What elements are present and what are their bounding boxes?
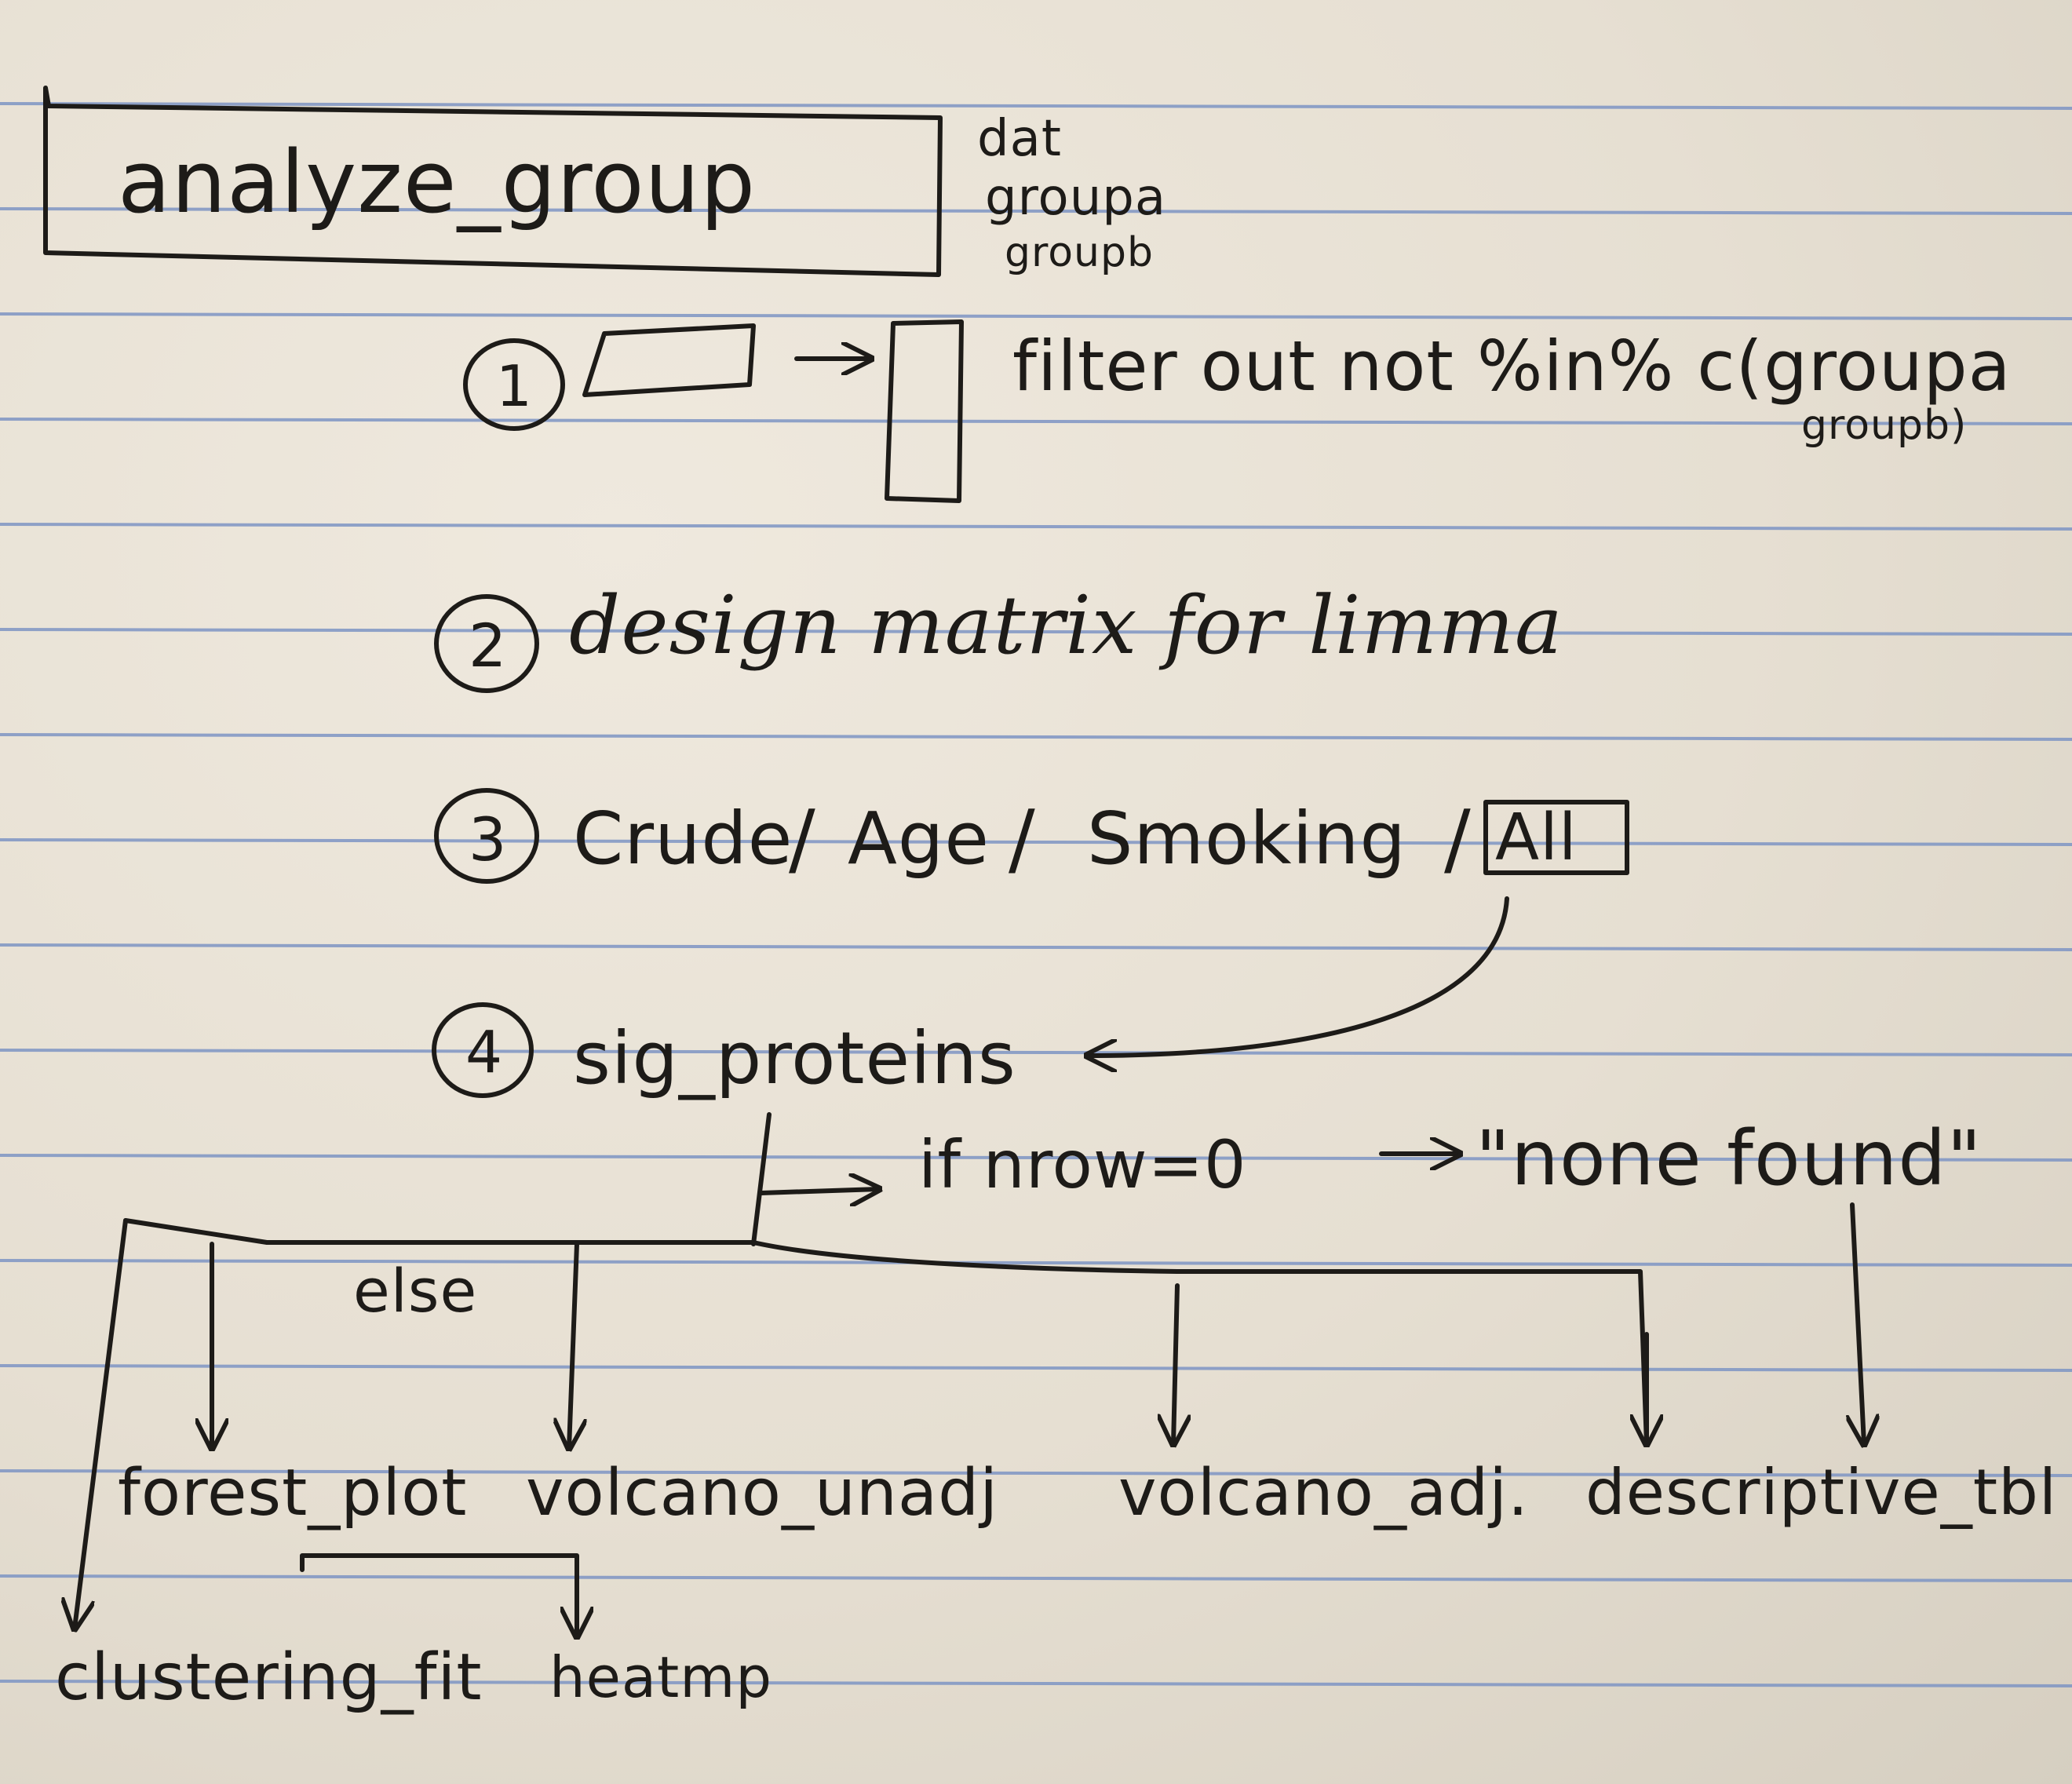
forest-to-heatmp: [300, 1553, 577, 1636]
arg-dat: dat: [977, 110, 1062, 168]
output-volcano-unadj: volcano_unadj: [526, 1456, 998, 1530]
wide-rectangle-sketch: [582, 323, 756, 397]
rule-line: [0, 523, 2072, 531]
rule-line: [0, 1049, 2072, 1056]
rule-line: [0, 1259, 2072, 1267]
rule-line: [0, 1574, 2072, 1582]
step-1-text: filter out not %in% c(groupa: [1012, 326, 2012, 407]
step-2-circle: [434, 594, 539, 693]
arg-groupb: groupb: [1005, 229, 1155, 276]
rule-line: [0, 1469, 2072, 1477]
rule-line: [0, 943, 2072, 951]
arrow-clustering-fit: [75, 1218, 128, 1629]
step-3-sep-1: /: [789, 793, 816, 885]
rule-line: [0, 312, 2072, 320]
step-3-sep-2: /: [1009, 793, 1036, 885]
step-4-number: 4: [465, 1019, 504, 1086]
step-3-number: 3: [469, 804, 508, 874]
branch-bar: [123, 1218, 1649, 1447]
rule-line: [0, 1364, 2072, 1372]
tall-rectangle-sketch: [885, 319, 964, 503]
rule-line: [0, 1154, 2072, 1162]
rule-line: [0, 207, 2072, 215]
step-3-all: All: [1495, 801, 1578, 875]
if-arrow: [759, 1189, 879, 1193]
else-label: else: [353, 1256, 478, 1326]
arrow-volcano-adj-path: [1173, 1283, 1177, 1444]
all-to-sig-arrow: [1087, 896, 1509, 1056]
step-3-crude: Crude: [573, 797, 793, 881]
step-4-text: sig_proteins: [573, 1016, 1016, 1100]
function-box: [43, 86, 943, 277]
rule-line: [0, 838, 2072, 846]
rule-line: [0, 733, 2072, 741]
rule-line: [0, 102, 2072, 110]
rule-line: [0, 628, 2072, 636]
rule-line: [0, 1680, 2072, 1687]
output-volcano-adj: volcano_adj.: [1118, 1456, 1530, 1530]
output-descriptive-tbl: descriptive_tbl: [1585, 1456, 2058, 1529]
sig-trunk: [751, 1112, 772, 1246]
arrow-none-found-to-tbl: [1852, 1202, 1864, 1444]
all-box: [1483, 800, 1629, 875]
output-forest-plot: forest_plot: [118, 1456, 468, 1530]
rule-line: [0, 418, 2072, 425]
step-1-circle: [463, 338, 565, 431]
step-1-text-cont: groupb): [1801, 402, 1968, 449]
function-name: analyze_group: [118, 132, 757, 232]
condition-result: "none found": [1476, 1115, 1983, 1202]
condition-text: if nrow=0: [918, 1126, 1247, 1203]
step-3-sep-3: /: [1444, 793, 1472, 885]
arrow-volcano-unadj: [569, 1242, 577, 1448]
output-clustering-fit: clustering_fit: [55, 1640, 483, 1715]
step-2-number: 2: [469, 611, 508, 680]
step-3-smoking: Smoking: [1087, 797, 1406, 881]
step-2-text: design matrix for limma: [569, 579, 1563, 673]
step-3-age: Age: [848, 797, 990, 881]
step-1-number: 1: [496, 353, 533, 419]
step-4-circle: [432, 1002, 534, 1098]
arg-groupa: groupa: [985, 169, 1167, 227]
step-3-circle: [434, 788, 539, 884]
output-heatmp: heatmp: [549, 1644, 773, 1710]
